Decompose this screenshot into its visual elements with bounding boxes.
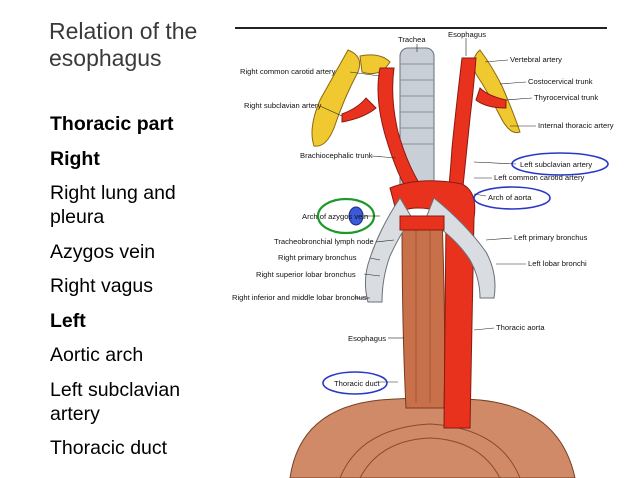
label-left-common-carotid: Left common carotid artery — [494, 173, 585, 182]
relations-list: Thoracic part Right Right lung and pleur… — [50, 112, 225, 471]
list-item-left-subclavian: Left subclavian artery — [50, 378, 181, 425]
list-item-thoracic-duct: Thoracic duct — [50, 437, 168, 459]
label-trachea: Trachea — [398, 35, 426, 44]
label-left-subclavian: Left subclavian artery — [520, 160, 592, 169]
label-right-common-carotid: Right common carotid artery — [240, 67, 336, 76]
esophagus-anatomy-diagram: Trachea Esophagus Vertebral artery Right… — [232, 30, 614, 478]
label-left-lobar-bronchi: Left lobar bronchi — [528, 259, 587, 268]
label-esophagus-mid: Esophagus — [348, 334, 386, 343]
list-item-thoracic-part: Thoracic part — [50, 113, 174, 135]
azygos-vein-shape — [348, 206, 364, 226]
label-left-primary-bronchus: Left primary bronchus — [514, 233, 588, 242]
label-internal-thoracic: Internal thoracic artery — [538, 121, 614, 130]
label-right-subclavian: Right subclavian artery — [244, 101, 321, 110]
title-divider — [235, 27, 607, 29]
esophagus-shape — [401, 217, 446, 409]
list-item-right-vagus: Right vagus — [50, 275, 153, 297]
label-costocervical-trunk: Costocervical trunk — [528, 77, 593, 86]
list-item-azygos-vein: Azygos vein — [50, 240, 156, 263]
label-thoracic-aorta: Thoracic aorta — [496, 323, 545, 332]
label-thoracic-duct: Thoracic duct — [334, 379, 380, 388]
label-brachiocephalic: Brachiocephalic trunk — [300, 151, 373, 160]
label-right-superior-lobar: Right superior lobar bronchus — [256, 270, 356, 279]
right-clavicle-shape — [311, 49, 361, 147]
list-item-aortic-arch: Aortic arch — [50, 344, 144, 366]
label-thyrocervical-trunk: Thyrocervical trunk — [534, 93, 598, 102]
list-item-right-lung: Right lung and pleura — [50, 182, 176, 228]
label-right-inferior-middle: Right inferior and middle lobar bronchus — [232, 293, 367, 302]
label-vertebral-artery: Vertebral artery — [510, 55, 562, 64]
label-esophagus-top: Esophagus — [448, 30, 486, 39]
list-item-left-heading: Left — [50, 309, 86, 332]
aorta-and-branches — [341, 57, 507, 429]
label-arch-of-aorta: Arch of aorta — [488, 193, 532, 202]
label-tracheobronchial-node: Tracheobronchial lymph node — [274, 237, 374, 246]
thoracic-duct-highlight — [322, 371, 388, 395]
label-right-primary-bronchus: Right primary bronchus — [278, 253, 357, 262]
slide-title: Relation of the esophagus — [49, 18, 198, 71]
label-arch-of-azygos: Arch of azygos vein — [302, 212, 368, 221]
list-item-right-heading: Right — [50, 147, 100, 170]
trachea-shape — [399, 47, 435, 199]
arch-of-aorta-highlight — [473, 186, 551, 210]
